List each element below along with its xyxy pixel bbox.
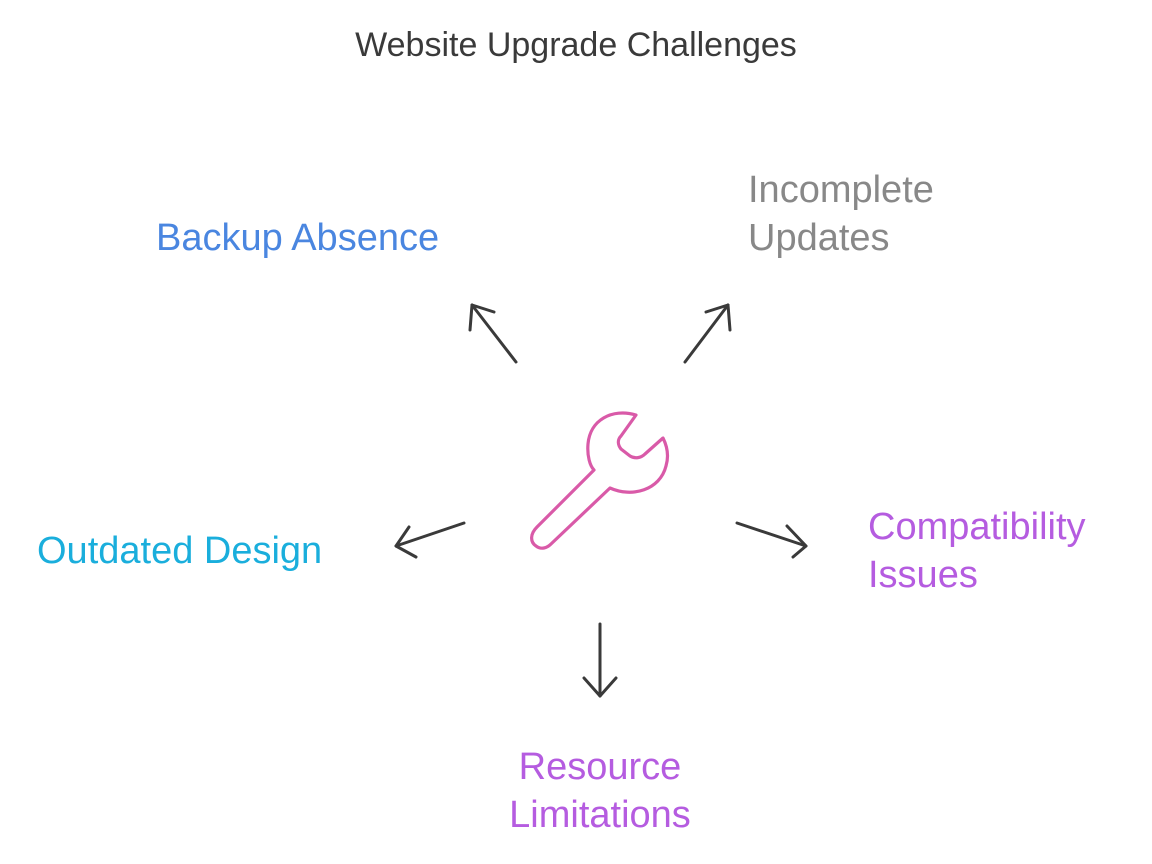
arrow-to-compatibility-issues <box>735 521 808 559</box>
node-line: Compatibility <box>868 506 1086 548</box>
node-line: Updates <box>748 217 890 259</box>
node-line: Issues <box>868 554 978 596</box>
node-line: Backup Absence <box>156 217 440 259</box>
node-incomplete-updates: Incomplete Updates <box>748 166 934 262</box>
node-backup-absence: Backup Absence <box>156 214 439 262</box>
arrow-to-incomplete-updates <box>683 303 732 364</box>
arrow-to-backup-absence <box>468 303 518 364</box>
node-resource-limitations: Resource Limitations <box>450 743 750 839</box>
diagram-title: Website Upgrade Challenges <box>355 26 797 64</box>
arrow-to-outdated-design <box>394 521 466 559</box>
node-line: Resource <box>518 746 682 788</box>
node-line: Limitations <box>509 794 691 836</box>
node-line: Incomplete <box>748 169 934 211</box>
node-compatibility-issues: Compatibility Issues <box>868 503 1086 599</box>
node-outdated-design: Outdated Design <box>37 527 322 575</box>
node-line: Outdated Design <box>37 530 323 572</box>
arrow-to-resource-limitations <box>582 622 618 698</box>
wrench-icon <box>530 411 670 550</box>
